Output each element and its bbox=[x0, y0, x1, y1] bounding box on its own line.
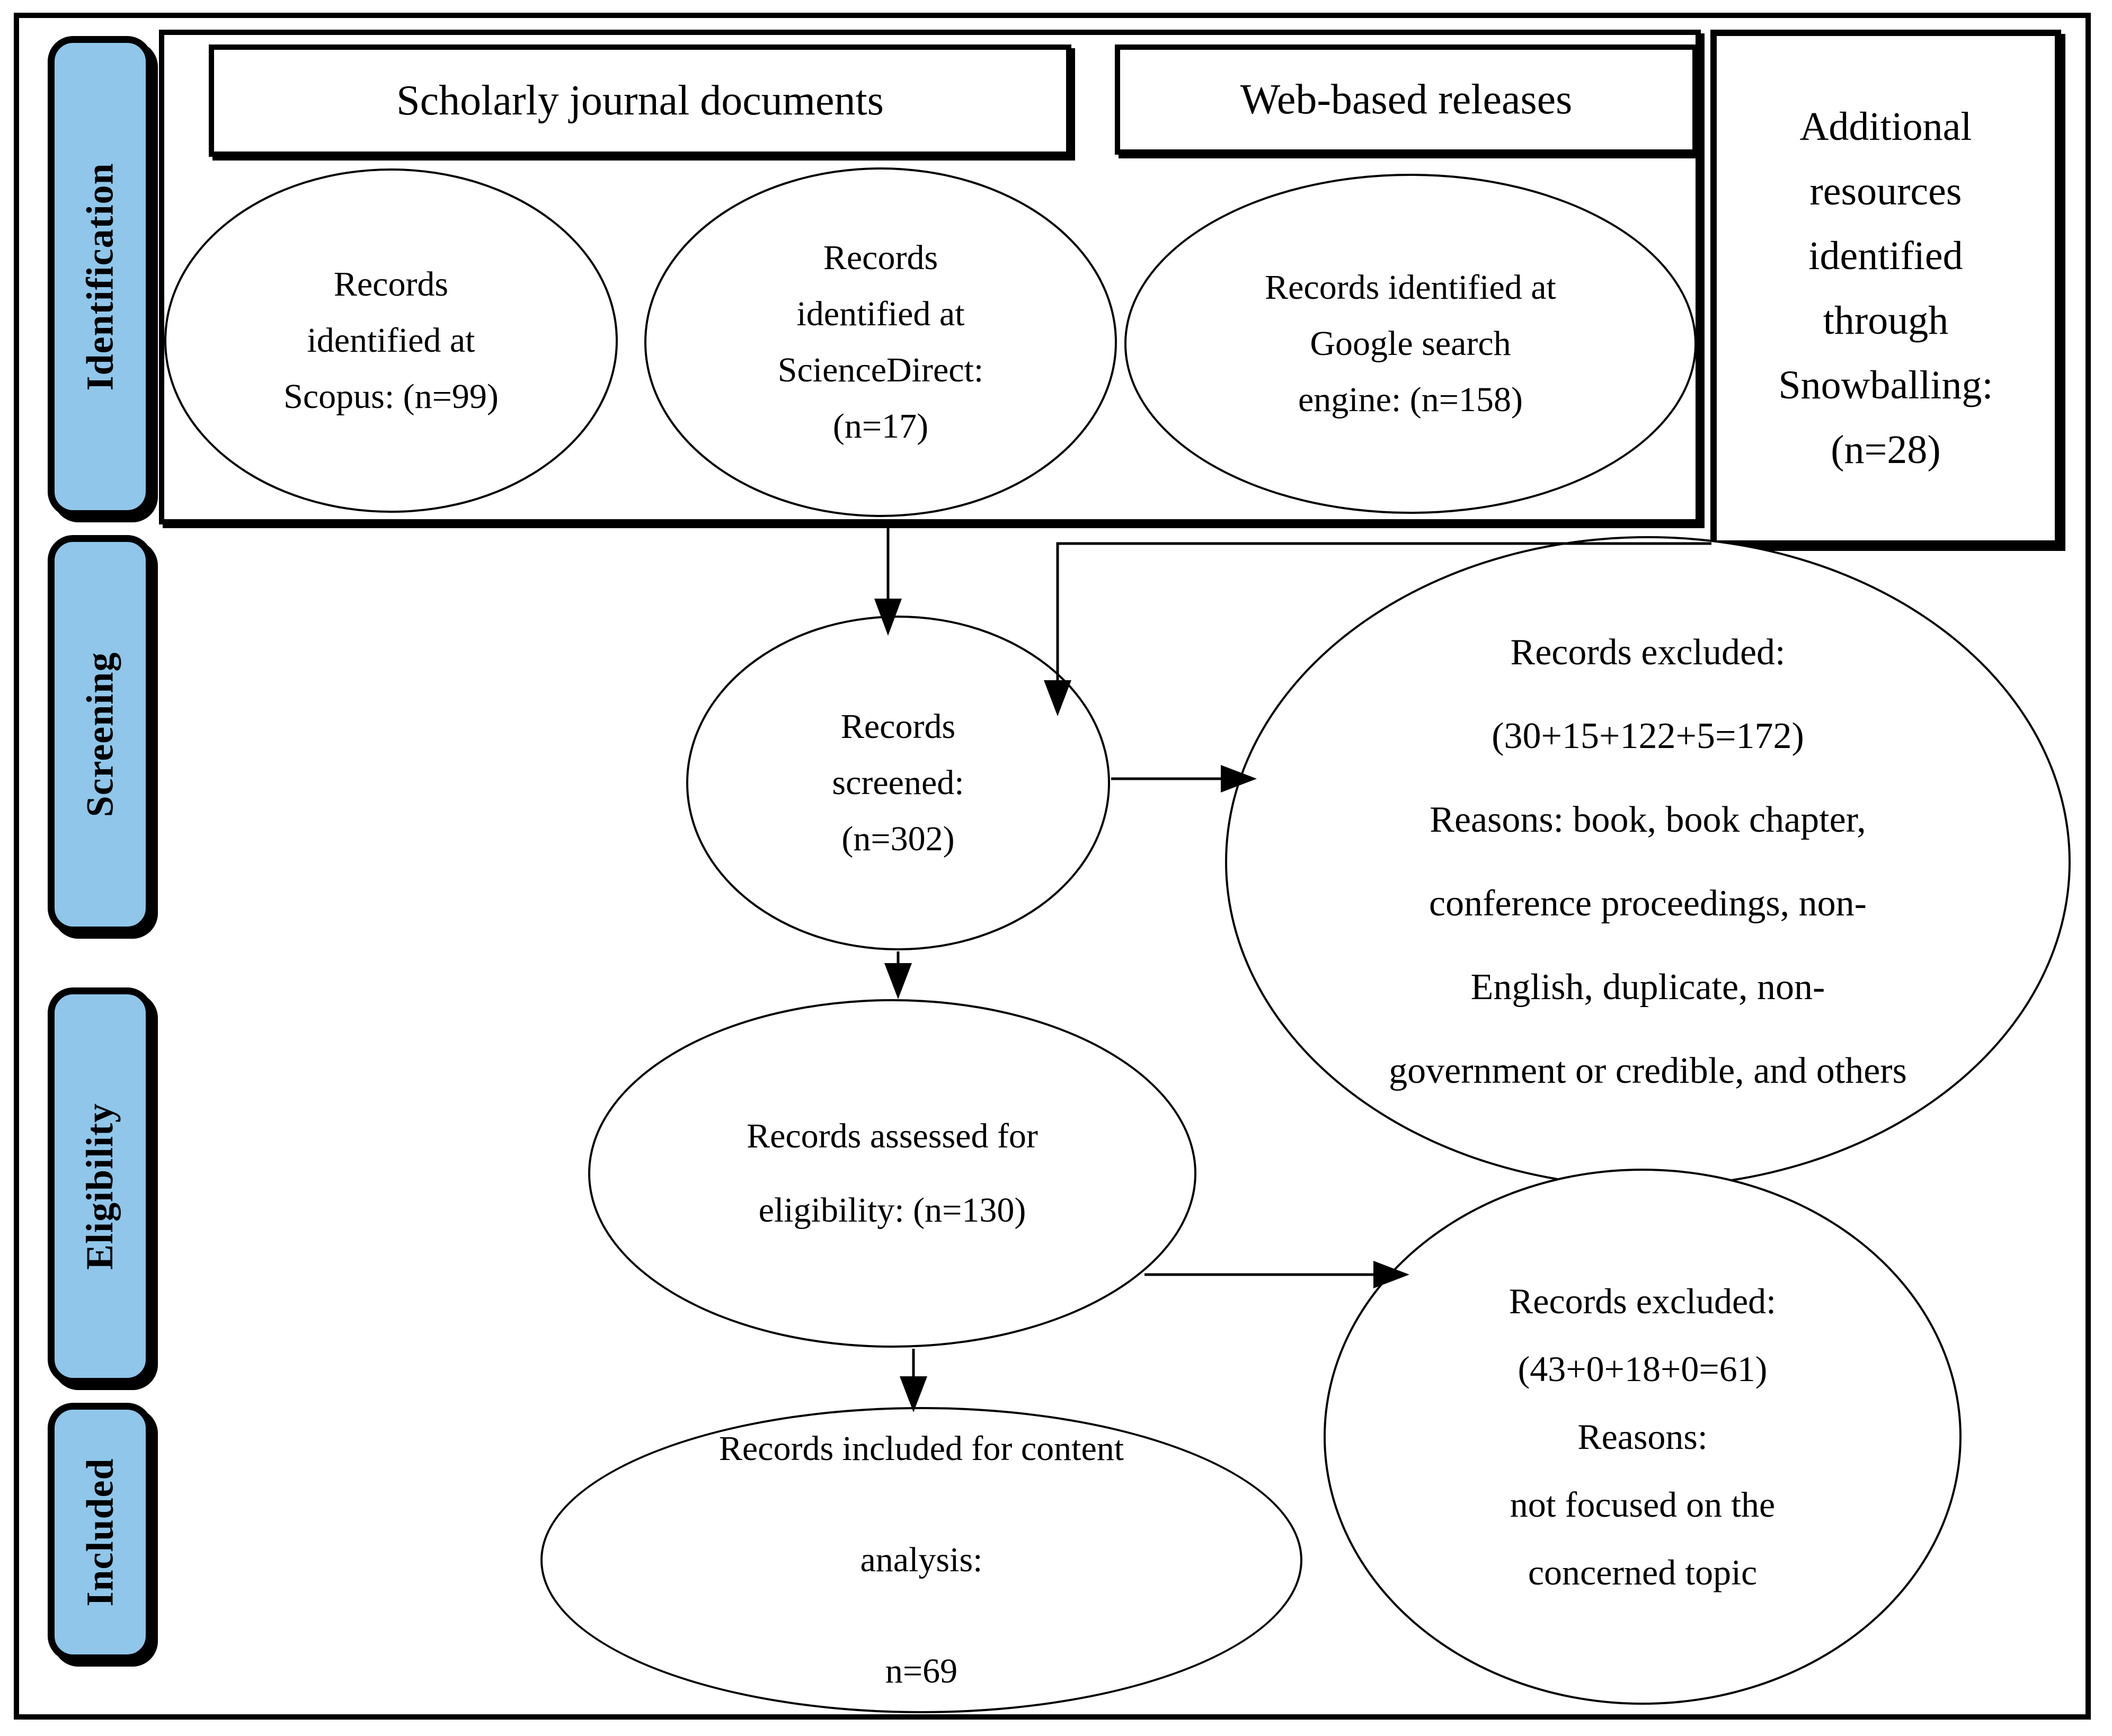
node-records-excluded-eligibility-text: Records excluded: (43+0+18+0=61) Reasons… bbox=[1508, 1281, 1777, 1592]
node-records-included: Records included for content analysis: n… bbox=[540, 1407, 1302, 1713]
node-records-sciencedirect: Records identified at ScienceDirect: (n=… bbox=[644, 167, 1117, 517]
node-records-excluded-eligibility: Records excluded: (43+0+18+0=61) Reasons… bbox=[1324, 1169, 1962, 1705]
web-based-header-label: Web-based releases bbox=[1240, 76, 1573, 123]
node-records-assessed-text: Records assessed for eligibility: (n=130… bbox=[747, 1117, 1038, 1230]
stage-eligibility: Eligibility bbox=[48, 987, 153, 1385]
node-records-screened-text: Records screened: (n=302) bbox=[832, 707, 964, 858]
node-records-sciencedirect-text: Records identified at ScienceDirect: (n=… bbox=[777, 238, 984, 446]
node-records-screened: Records screened: (n=302) bbox=[686, 616, 1110, 950]
stage-eligibility-label: Eligibility bbox=[78, 1102, 121, 1270]
node-records-included-text: Records included for content analysis: n… bbox=[718, 1429, 1124, 1690]
stage-screening-label: Screening bbox=[78, 652, 121, 817]
stage-screening: Screening bbox=[48, 535, 153, 933]
node-records-excluded-screening: Records excluded: (30+15+122+5=172) Reas… bbox=[1225, 536, 2071, 1188]
stage-included-label: Included bbox=[78, 1457, 121, 1607]
node-records-excluded-screening-text: Records excluded: (30+15+122+5=172) Reas… bbox=[1389, 632, 1907, 1091]
scholarly-journal-header-box: Scholarly journal documents bbox=[209, 44, 1071, 157]
web-based-header-box: Web-based releases bbox=[1115, 44, 1698, 155]
node-records-scopus-text: Records identified at Scopus: (n=99) bbox=[283, 265, 499, 416]
stage-identification: Identification bbox=[48, 36, 153, 517]
snowballing-text: Additional resources identified through … bbox=[1778, 104, 1993, 472]
node-records-google: Records identified at Google search engi… bbox=[1124, 174, 1697, 514]
node-records-assessed: Records assessed for eligibility: (n=130… bbox=[588, 999, 1196, 1348]
stage-included: Included bbox=[48, 1403, 153, 1661]
node-records-scopus: Records identified at Scopus: (n=99) bbox=[164, 168, 618, 513]
stage-identification-label: Identification bbox=[78, 162, 121, 391]
scholarly-journal-header-label: Scholarly journal documents bbox=[396, 77, 884, 124]
node-records-google-text: Records identified at Google search engi… bbox=[1265, 268, 1556, 419]
snowballing-box: Additional resources identified through … bbox=[1710, 30, 2061, 547]
